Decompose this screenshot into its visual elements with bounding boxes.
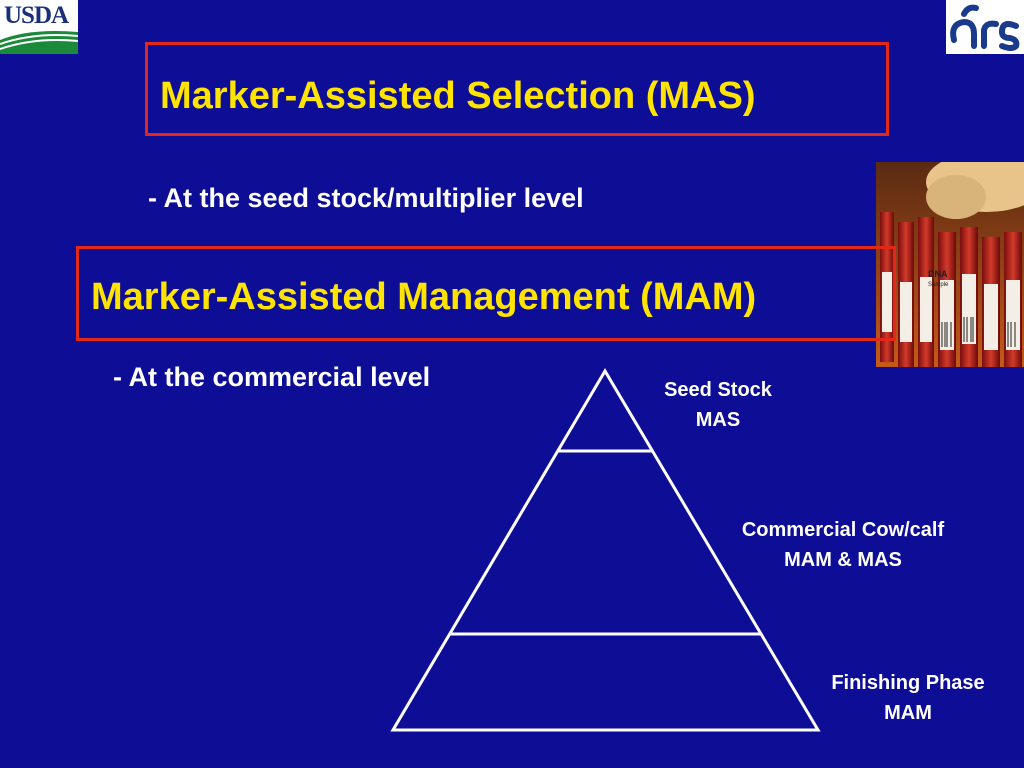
ars-logo (946, 0, 1024, 54)
tier-label-line2: MAM & MAS (784, 549, 902, 571)
usda-logo: USDA (0, 0, 78, 54)
mam-bullet: - At the commercial level (113, 362, 431, 392)
ars-logo-icon (950, 4, 1020, 51)
mas-bullet: - At the seed stock/multiplier level (148, 183, 584, 213)
usda-logo-icon (0, 31, 78, 54)
tier-label-finishing: Finishing Phase MAM (795, 668, 1021, 728)
tier-label-line1: Seed Stock (664, 379, 772, 401)
mas-title: Marker-Assisted Selection (MAS) (160, 75, 756, 117)
mam-title-box: Marker-Assisted Management (MAM) (76, 246, 896, 341)
mas-title-box: Marker-Assisted Selection (MAS) (145, 42, 889, 136)
tier-label-line2: MAM (884, 702, 932, 724)
tube-sublabel: Sample (928, 282, 949, 288)
tier-label-commercial: Commercial Cow/calf MAM & MAS (703, 515, 983, 575)
dna-sample-tubes-photo: DNA Sample (876, 162, 1024, 367)
tier-label-seed-stock: Seed Stock MAS (628, 375, 808, 435)
tier-label-line1: Commercial Cow/calf (741, 519, 945, 541)
tier-label-line2: MAS (695, 409, 741, 431)
pyramid-outline (390, 368, 821, 732)
usda-logo-text: USDA (4, 2, 69, 29)
mam-title: Marker-Assisted Management (MAM) (91, 276, 757, 318)
tier-label-line1: Finishing Phase (831, 672, 985, 694)
tube-label: DNA (928, 269, 948, 279)
